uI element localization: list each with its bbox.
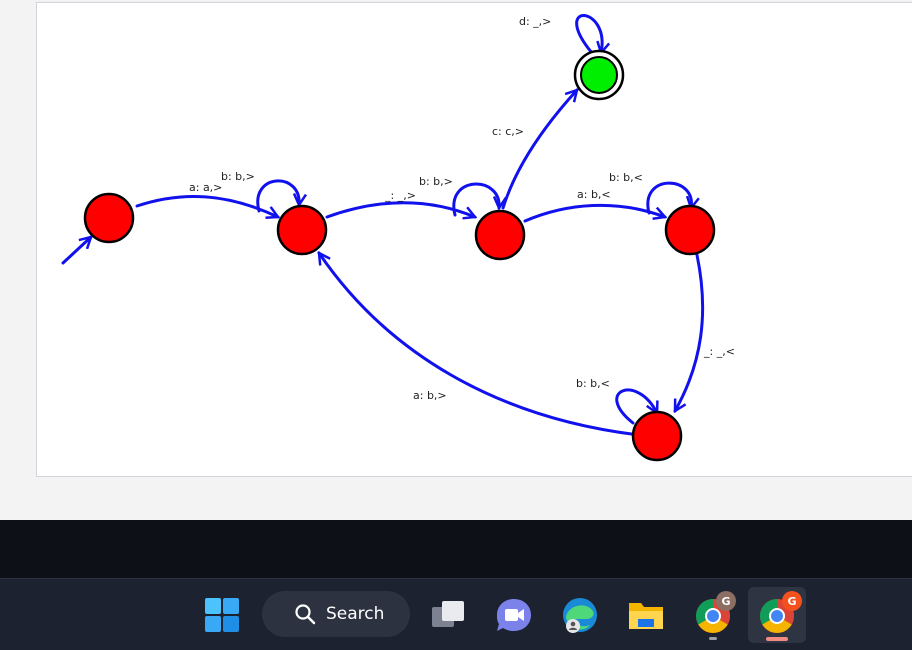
start-arrow: [61, 237, 91, 265]
file-explorer-button[interactable]: [624, 595, 668, 635]
edge-q0-q1: [135, 195, 278, 217]
loop-q3: [646, 181, 692, 215]
state-q2[interactable]: [474, 209, 526, 261]
label-accept-loop: d: _,>: [519, 15, 551, 28]
loop-accept: [575, 14, 602, 53]
state-start[interactable]: [83, 192, 135, 244]
profile-badge: G: [782, 591, 802, 611]
state-accept[interactable]: [573, 49, 625, 101]
label-q1-q2: _: _,>: [384, 189, 416, 202]
search-button[interactable]: Search: [262, 591, 410, 637]
meet-button[interactable]: [492, 595, 536, 635]
video-camera-icon: [497, 599, 531, 631]
label-q1-loop: b: b,>: [221, 170, 255, 183]
edge-q2-q3: [523, 203, 665, 223]
task-view-icon: [432, 601, 464, 627]
chrome-window-2-button[interactable]: G: [748, 587, 806, 643]
chrome-icon: [696, 599, 730, 633]
folder-icon: [629, 603, 663, 629]
state-q4[interactable]: [631, 410, 683, 462]
edge-q1-q2: [325, 201, 475, 217]
loop-q1: [256, 179, 299, 213]
automaton-canvas: a: a,> b: b,> _: _,> b: b,> c: c,> d: _,…: [36, 2, 912, 477]
edge-q4-q1: [317, 253, 641, 437]
label-q2-accept: c: c,>: [492, 125, 524, 138]
label-q3-loop: b: b,<: [609, 171, 643, 184]
label-q2-q3: a: b,<: [577, 188, 611, 201]
label-q2-loop: b: b,>: [419, 175, 453, 188]
chrome-window-1-button[interactable]: G: [690, 591, 736, 640]
label-q3-q4: _: _,<: [703, 345, 735, 358]
windows-logo-icon: [205, 598, 239, 632]
edge-browser-icon: [563, 598, 597, 633]
state-q1[interactable]: [276, 204, 328, 256]
running-indicator: [709, 637, 717, 640]
dark-background-band: [0, 520, 912, 578]
automaton-diagram: a: a,> b: b,> _: _,> b: b,> c: c,> d: _,…: [61, 14, 735, 462]
edge-browser-button[interactable]: [558, 595, 602, 635]
start-button[interactable]: [202, 595, 242, 635]
task-view-button[interactable]: [426, 595, 470, 635]
label-q4-q1: a: b,>: [413, 389, 447, 402]
state-q3[interactable]: [664, 204, 716, 256]
loop-q4: [615, 388, 657, 425]
taskbar: Search: [0, 578, 912, 650]
profile-badge: G: [716, 591, 736, 611]
label-q4-loop: b: b,<: [576, 377, 610, 390]
active-indicator: [766, 637, 788, 641]
edge-q3-q4: [673, 253, 705, 411]
loop-q2: [452, 182, 499, 217]
edge-q2-accept: [501, 90, 577, 210]
search-icon: [295, 604, 316, 625]
label-start-loop: a: a,>: [189, 181, 222, 194]
search-label: Search: [326, 604, 385, 624]
